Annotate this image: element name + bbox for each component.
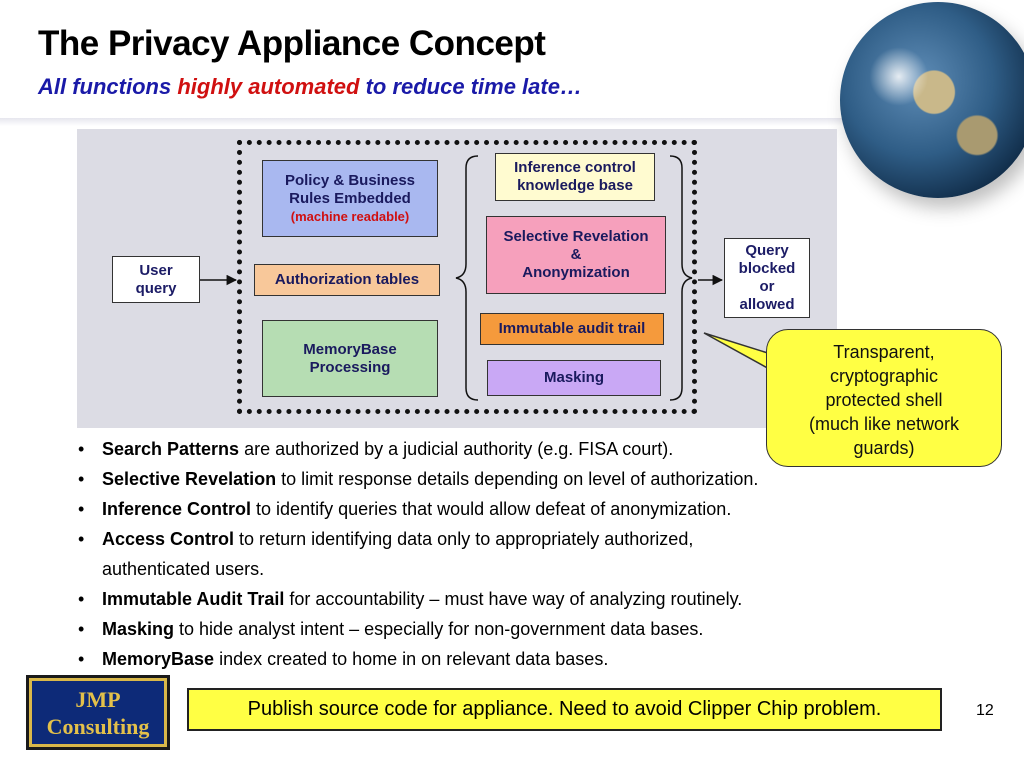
bullet-text: index created to home in on relevant dat…: [214, 649, 609, 669]
subtitle-part2: to reduce time late…: [359, 74, 582, 99]
policy-line2: Rules Embedded: [289, 189, 411, 207]
logo-line1: JMP: [75, 687, 121, 712]
selective-line1: Selective Revelation: [503, 228, 649, 245]
inference-line2: knowledge base: [517, 177, 633, 194]
bullet-text: to identify queries that would allow def…: [251, 499, 732, 519]
bullet-continuation: authenticated users.: [102, 559, 265, 579]
shell-callout: Transparent, cryptographic protected she…: [766, 329, 1002, 467]
callout-line1: Transparent,: [833, 342, 935, 362]
bullet-list: • Search Patterns are authorized by a ju…: [78, 434, 938, 674]
selective-revelation-box: Selective Revelation & Anonymization: [486, 216, 666, 294]
immutable-audit-box: Immutable audit trail: [480, 313, 664, 345]
bullet-term: Inference Control: [102, 499, 252, 519]
globe-icon: [840, 2, 1024, 198]
bullet-marker: •: [78, 499, 85, 519]
bullet-item: • Masking to hide analyst intent – espec…: [78, 614, 938, 644]
query-result-box: Query blocked or allowed: [724, 238, 810, 318]
bullet-item: • Immutable Audit Trail for accountabili…: [78, 584, 938, 614]
callout-line5: guards): [853, 438, 915, 458]
bullet-marker: •: [78, 589, 85, 609]
policy-note: (machine readable): [290, 208, 410, 224]
selective-line3: Anonymization: [522, 264, 630, 281]
selective-line2: &: [570, 246, 582, 263]
query-result-line1: Query: [745, 242, 789, 259]
logo-line2: Consulting: [46, 714, 150, 739]
masking-box: Masking: [487, 360, 661, 396]
bullet-marker: •: [78, 619, 85, 639]
query-result-line4: allowed: [739, 296, 795, 313]
title-divider: [0, 118, 1024, 126]
policy-rules-box: Policy & Business Rules Embedded (machin…: [262, 160, 438, 237]
memorybase-box: MemoryBase Processing: [262, 320, 438, 397]
bullet-item: • Access Control to return identifying d…: [78, 524, 938, 554]
bullet-item: • MemoryBase index created to home in on…: [78, 644, 938, 674]
bullet-marker: •: [78, 439, 85, 459]
bullet-text: to return identifying data only to appro…: [234, 529, 694, 549]
callout-line2: cryptographic: [829, 366, 939, 386]
inference-control-box: Inference control knowledge base: [495, 153, 655, 201]
bullet-term: Search Patterns: [102, 439, 240, 459]
user-query-line2: query: [135, 279, 177, 297]
callout-line4: (much like network: [808, 414, 960, 434]
policy-line1: Policy & Business: [284, 171, 416, 189]
bullet-text: for accountability – must have way of an…: [284, 589, 743, 609]
bullet-text: to hide analyst intent – especially for …: [174, 619, 704, 639]
slide-subtitle: All functions highly automated to reduce…: [38, 74, 582, 100]
bullet-term: Selective Revelation: [102, 469, 277, 489]
bullet-term: Access Control: [102, 529, 235, 549]
bullet-marker: •: [78, 529, 85, 549]
slide-title: The Privacy Appliance Concept: [38, 24, 546, 63]
memorybase-line2: Processing: [309, 358, 391, 376]
user-query-line1: User: [139, 261, 173, 279]
appliance-boundary: [237, 140, 697, 414]
footer-note: Publish source code for appliance. Need …: [187, 688, 942, 731]
inference-line1: Inference control: [514, 159, 636, 176]
bullet-term: MemoryBase: [102, 649, 215, 669]
query-result-line2: blocked: [738, 260, 796, 277]
bullet-item: • Selective Revelation to limit response…: [78, 464, 938, 494]
subtitle-part1: All functions: [38, 74, 178, 99]
bullet-text: to limit response details depending on l…: [276, 469, 759, 489]
bullet-item: • Search Patterns are authorized by a ju…: [78, 434, 938, 464]
user-query-box: User query: [112, 256, 200, 303]
left-brace: [455, 155, 479, 401]
query-result-line3: or: [759, 278, 775, 295]
bullet-term: Immutable Audit Trail: [102, 589, 285, 609]
page-number: 12: [976, 702, 994, 719]
bullet-marker: •: [78, 469, 85, 489]
bullet-text: are authorized by a judicial authority (…: [239, 439, 674, 459]
authorization-tables-box: Authorization tables: [254, 264, 440, 296]
bullet-marker: •: [78, 649, 85, 669]
callout-line3: protected shell: [825, 390, 943, 410]
jmp-consulting-logo: JMP Consulting: [26, 675, 170, 750]
right-brace: [669, 155, 693, 401]
memorybase-line1: MemoryBase: [303, 340, 397, 358]
bullet-item: • Inference Control to identify queries …: [78, 494, 938, 524]
bullet-term: Masking: [102, 619, 175, 639]
subtitle-highlight: highly automated: [177, 74, 360, 99]
